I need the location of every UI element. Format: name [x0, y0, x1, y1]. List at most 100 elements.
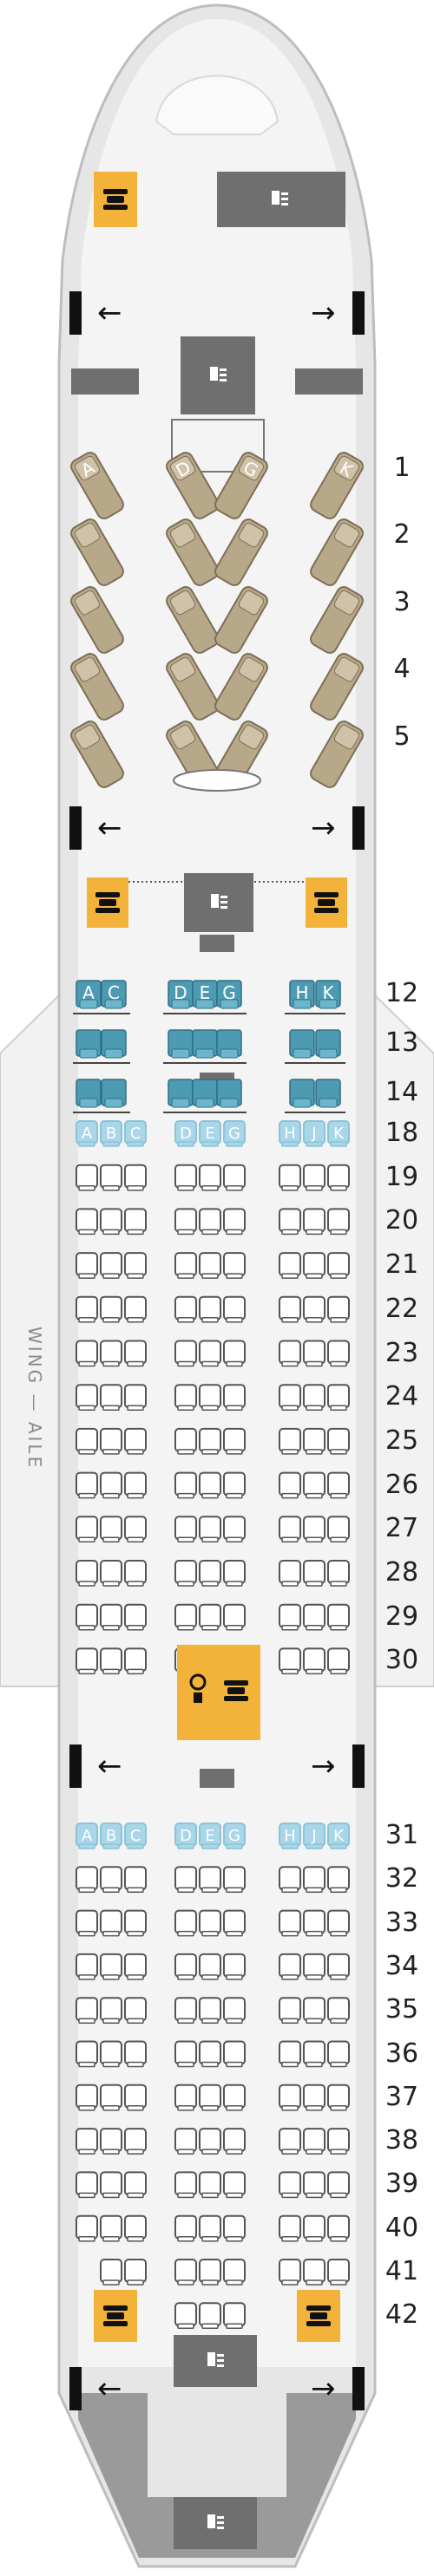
seat[interactable]	[76, 1384, 98, 1411]
seat[interactable]	[223, 2084, 246, 2111]
seat[interactable]: K	[327, 1120, 350, 1147]
seat[interactable]: D	[164, 450, 221, 521]
seat[interactable]	[327, 1295, 350, 1323]
seat[interactable]	[303, 2128, 326, 2155]
seat[interactable]	[199, 2128, 221, 2155]
seat[interactable]	[76, 1427, 98, 1455]
seat[interactable]	[101, 1029, 127, 1059]
seat[interactable]	[327, 1208, 350, 1236]
seat[interactable]	[199, 2084, 221, 2111]
seat[interactable]	[174, 2171, 197, 2199]
seat[interactable]	[199, 1252, 221, 1279]
seat[interactable]	[279, 2259, 301, 2286]
seat[interactable]	[100, 1471, 122, 1499]
seat[interactable]: G	[223, 1120, 246, 1147]
seat[interactable]	[76, 2040, 98, 2068]
seat[interactable]	[327, 1953, 350, 1980]
seat[interactable]: A	[69, 450, 126, 521]
seat[interactable]	[315, 1079, 341, 1108]
seat[interactable]	[100, 1647, 122, 1675]
seat[interactable]	[303, 1427, 326, 1455]
seat[interactable]	[199, 1384, 221, 1411]
seat[interactable]	[124, 1471, 147, 1499]
seat[interactable]	[279, 1427, 301, 1455]
seat[interactable]	[124, 2171, 147, 2199]
seat[interactable]: G	[213, 450, 270, 521]
seat[interactable]	[100, 2259, 122, 2286]
seat[interactable]	[174, 1866, 197, 1894]
seat[interactable]	[327, 1603, 350, 1631]
seat[interactable]: E	[199, 1120, 221, 1147]
seat[interactable]: G	[223, 1823, 246, 1849]
seat[interactable]	[289, 1029, 315, 1059]
seat[interactable]	[174, 1471, 197, 1499]
seat[interactable]	[303, 2171, 326, 2199]
seat[interactable]	[100, 1384, 122, 1411]
seat[interactable]	[327, 1384, 350, 1411]
seat[interactable]	[199, 1909, 221, 1937]
seat[interactable]	[100, 2040, 122, 2068]
seat[interactable]	[100, 1252, 122, 1279]
seat[interactable]	[174, 1953, 197, 1980]
seat[interactable]: B	[100, 1823, 122, 1849]
seat[interactable]	[223, 1603, 246, 1631]
seat[interactable]	[223, 1340, 246, 1367]
seat[interactable]	[174, 1384, 197, 1411]
seat[interactable]: K	[308, 450, 365, 521]
seat[interactable]	[327, 2214, 350, 2242]
seat[interactable]	[303, 1471, 326, 1499]
seat[interactable]	[124, 1866, 147, 1894]
seat[interactable]	[279, 1516, 301, 1543]
seat[interactable]	[223, 2040, 246, 2068]
seat[interactable]	[303, 1164, 326, 1191]
seat[interactable]: C	[101, 980, 127, 1009]
seat[interactable]	[199, 1295, 221, 1323]
seat[interactable]	[199, 1603, 221, 1631]
seat[interactable]	[279, 1997, 301, 2024]
seat[interactable]	[124, 1340, 147, 1367]
seat[interactable]: A	[76, 1120, 98, 1147]
seat[interactable]	[315, 1029, 341, 1059]
seat[interactable]	[303, 1340, 326, 1367]
seat[interactable]: J	[303, 1823, 326, 1849]
seat[interactable]: B	[100, 1120, 122, 1147]
seat[interactable]	[279, 2214, 301, 2242]
seat[interactable]	[124, 1560, 147, 1587]
seat[interactable]	[174, 2302, 197, 2330]
seat[interactable]	[279, 1295, 301, 1323]
seat[interactable]	[223, 2302, 246, 2330]
seat[interactable]	[216, 1079, 242, 1108]
seat[interactable]: J	[303, 1120, 326, 1147]
seat[interactable]	[76, 2084, 98, 2111]
seat[interactable]	[223, 1909, 246, 1937]
seat[interactable]	[168, 1029, 194, 1059]
seat[interactable]	[174, 1340, 197, 1367]
seat[interactable]	[199, 1516, 221, 1543]
seat[interactable]	[279, 1953, 301, 1980]
seat[interactable]	[76, 1471, 98, 1499]
seat[interactable]	[303, 1909, 326, 1937]
seat[interactable]	[327, 2084, 350, 2111]
seat[interactable]	[101, 1079, 127, 1108]
seat[interactable]	[76, 1516, 98, 1543]
seat[interactable]	[69, 517, 126, 588]
seat[interactable]	[199, 2302, 221, 2330]
seat[interactable]	[327, 1560, 350, 1587]
seat[interactable]	[100, 1208, 122, 1236]
seat[interactable]: E	[199, 1823, 221, 1849]
seat[interactable]	[303, 2040, 326, 2068]
seat[interactable]	[76, 1208, 98, 1236]
seat[interactable]	[124, 1953, 147, 1980]
seat[interactable]	[100, 1603, 122, 1631]
seat[interactable]	[100, 2084, 122, 2111]
seat[interactable]: H	[289, 980, 315, 1009]
seat[interactable]	[308, 719, 365, 790]
seat[interactable]	[76, 1252, 98, 1279]
seat[interactable]: K	[327, 1823, 350, 1849]
seat[interactable]	[199, 1560, 221, 1587]
seat[interactable]	[327, 1164, 350, 1191]
seat[interactable]	[100, 1295, 122, 1323]
seat[interactable]	[76, 2128, 98, 2155]
seat[interactable]	[100, 2214, 122, 2242]
seat[interactable]	[303, 1647, 326, 1675]
